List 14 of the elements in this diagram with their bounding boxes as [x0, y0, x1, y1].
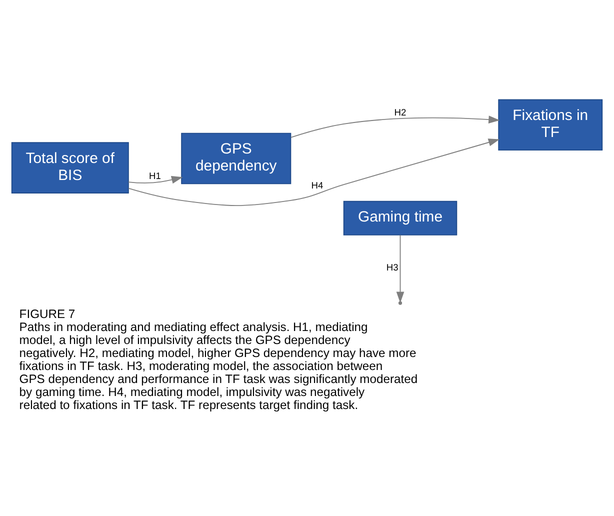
edge-label: H3	[386, 262, 398, 273]
arrow	[396, 234, 404, 303]
caption: Paths in moderating and mediating effect analysis. H1, mediating model, a high level of impulsivity affects the GPS dependency negatively. H2, mediating model, higher GPS dependency may have more fixations in TF task. H3, moderating model, the association between GPS dependency and performance in TF task was significantly moderated by gaming time. H4, mediating model, impulsivity was negatively related to fixations in TF task. TF represents target finding task.	[19, 320, 418, 412]
edge-label: H1	[149, 170, 161, 181]
node-box: Gaming time	[343, 200, 458, 236]
node-box: Fixations in TF	[498, 99, 603, 151]
arrow	[128, 176, 183, 184]
arrow	[290, 116, 500, 138]
edge-label: H2	[394, 108, 406, 118]
node-box: Total score of BIS	[11, 142, 129, 194]
node-box: GPS dependency	[181, 132, 292, 184]
diagram-title: FIGURE 7	[19, 306, 76, 321]
edge-label: H4	[311, 180, 324, 190]
arrow	[128, 138, 500, 206]
